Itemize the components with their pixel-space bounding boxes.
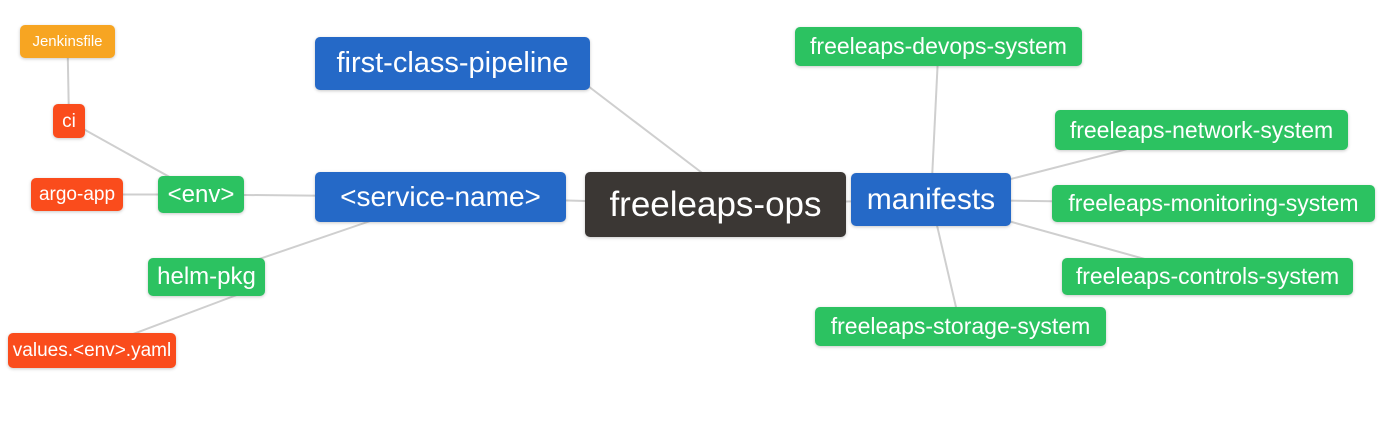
node-freeleaps-devops-system[interactable]: freeleaps-devops-system <box>795 27 1082 66</box>
node-freeleaps-network-system[interactable]: freeleaps-network-system <box>1055 110 1348 150</box>
node-freeleaps-controls-system[interactable]: freeleaps-controls-system <box>1062 258 1353 295</box>
node-values-env-yaml[interactable]: values.<env>.yaml <box>8 333 176 368</box>
node-freeleaps-storage-system[interactable]: freeleaps-storage-system <box>815 307 1106 346</box>
node-freeleaps-monitoring-system[interactable]: freeleaps-monitoring-system <box>1052 185 1375 222</box>
node-manifests[interactable]: manifests <box>851 173 1011 226</box>
node-freeleaps-ops[interactable]: freeleaps-ops <box>585 172 846 237</box>
node-env[interactable]: <env> <box>158 176 244 213</box>
node-first-class-pipeline[interactable]: first-class-pipeline <box>315 37 590 90</box>
node-jenkinsfile[interactable]: Jenkinsfile <box>20 25 115 58</box>
node-service-name[interactable]: <service-name> <box>315 172 566 222</box>
node-ci[interactable]: ci <box>53 104 85 138</box>
edge-first-class-pipeline-to-freeleaps-ops <box>587 85 715 183</box>
node-argo-app[interactable]: argo-app <box>31 178 123 211</box>
node-helm-pkg[interactable]: helm-pkg <box>148 258 265 296</box>
